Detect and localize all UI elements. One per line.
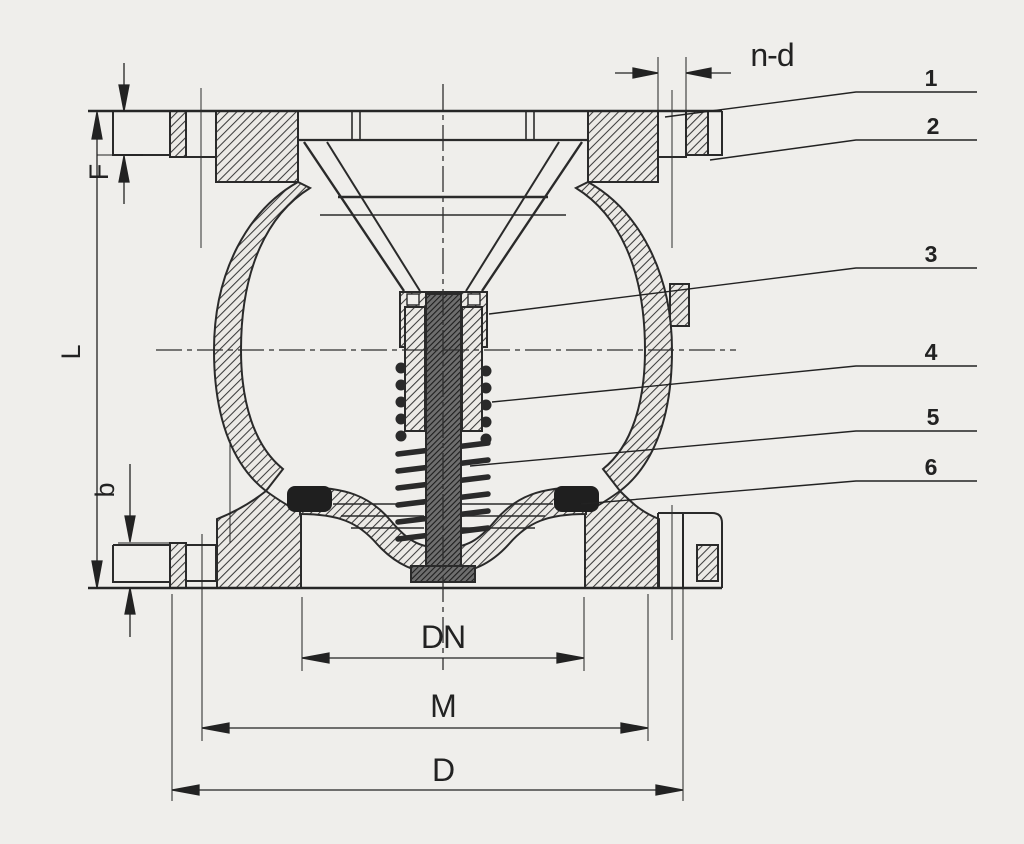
bolt-hole-bottom-left bbox=[185, 544, 217, 582]
leader-3 bbox=[488, 267, 977, 315]
centerlines bbox=[156, 84, 736, 670]
seat-seal-right bbox=[554, 486, 599, 512]
dim-label-dn: DN bbox=[421, 619, 465, 655]
spring-wire-sections bbox=[395, 362, 492, 445]
body-boss-right bbox=[669, 283, 690, 327]
dimension-f bbox=[97, 63, 143, 204]
leader-4 bbox=[491, 365, 977, 403]
callout-label-1: 1 bbox=[925, 65, 938, 91]
callout-leaders bbox=[469, 91, 977, 505]
body-lower-sections bbox=[216, 489, 660, 589]
dimension-d bbox=[171, 517, 684, 801]
bottom-flange bbox=[112, 512, 723, 589]
dim-label-d: D bbox=[432, 752, 454, 788]
leader-1 bbox=[664, 91, 977, 118]
dim-label-b: b bbox=[90, 482, 120, 497]
seat-seal-left bbox=[287, 486, 332, 512]
stem-guide-left bbox=[404, 306, 426, 432]
flange-faces bbox=[88, 109, 722, 590]
leader-2 bbox=[709, 139, 977, 161]
callout-label-4: 4 bbox=[925, 339, 938, 365]
callout-label-6: 6 bbox=[925, 454, 938, 480]
dimension-l bbox=[91, 111, 103, 589]
leader-5 bbox=[469, 430, 977, 467]
callout-label-3: 3 bbox=[925, 241, 938, 267]
spring-seat-plate bbox=[333, 503, 553, 529]
dimension-n-d bbox=[615, 57, 731, 114]
callout-label-5: 5 bbox=[927, 404, 940, 430]
valve-disc-bowl bbox=[299, 485, 587, 576]
leader-6 bbox=[580, 480, 977, 505]
bolt-hole-bottom-right bbox=[696, 544, 719, 582]
dimension-b bbox=[118, 464, 170, 637]
callout-label-2: 2 bbox=[927, 113, 940, 139]
seat-seals bbox=[287, 486, 599, 512]
dimension-dn bbox=[301, 597, 585, 671]
dim-label-f: F bbox=[84, 164, 114, 181]
top-flange bbox=[112, 110, 723, 183]
stem-guide-right bbox=[461, 306, 483, 432]
dim-label-m: M bbox=[430, 688, 456, 724]
dim-label-n-d: n-d bbox=[750, 37, 793, 73]
dim-label-l: L bbox=[56, 344, 86, 359]
dimension-m bbox=[201, 534, 649, 741]
